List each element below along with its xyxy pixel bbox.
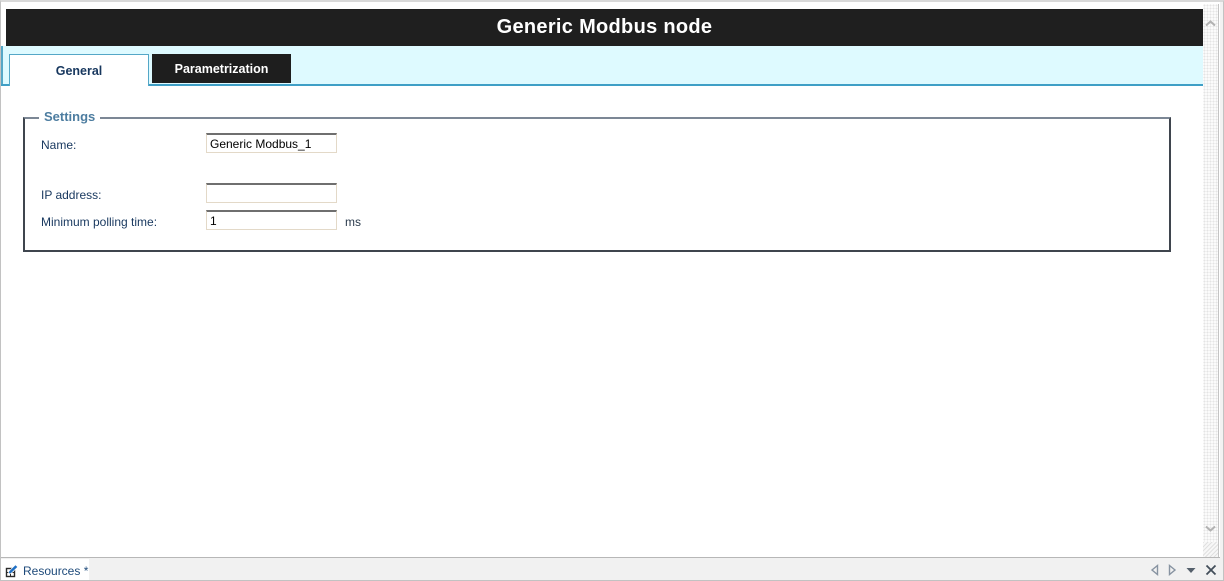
resources-icon [5,564,19,578]
vertical-scrollbar[interactable] [1203,4,1219,558]
tab-parametrization-label: Parametrization [174,61,269,76]
scrollbar-corner-grip [1203,542,1218,558]
window-title-bar: Generic Modbus node [6,9,1203,46]
ip-address-label: IP address: [41,188,102,202]
ip-address-input[interactable] [206,183,337,203]
chevron-up-icon[interactable] [1205,20,1216,27]
nav-left-icon[interactable] [1150,564,1159,576]
name-input[interactable] [206,133,337,153]
ms-unit-label: ms [345,215,361,229]
content-divider [1,557,1220,558]
tab-parametrization[interactable]: Parametrization [152,54,291,83]
name-label: Name: [41,138,77,152]
statusbar-nav-group [1150,564,1217,576]
settings-legend: Settings [39,109,101,124]
close-icon[interactable] [1205,564,1217,576]
tab-general[interactable]: General [9,54,149,86]
window-right-edge [1220,2,1223,558]
min-polling-time-label: Minimum polling time: [41,215,158,229]
tab-strip-underline [1,84,1203,86]
dropdown-icon[interactable] [1186,564,1196,576]
page-title: Generic Modbus node [496,16,713,38]
min-polling-time-input[interactable] [206,210,337,230]
tab-general-label: General [55,63,103,78]
resources-tab[interactable]: Resources * [1,559,89,580]
resources-tab-label: Resources * [23,564,89,578]
status-bar: Resources * [1,558,1223,580]
chevron-down-icon[interactable] [1205,525,1216,532]
nav-right-icon[interactable] [1168,564,1177,576]
